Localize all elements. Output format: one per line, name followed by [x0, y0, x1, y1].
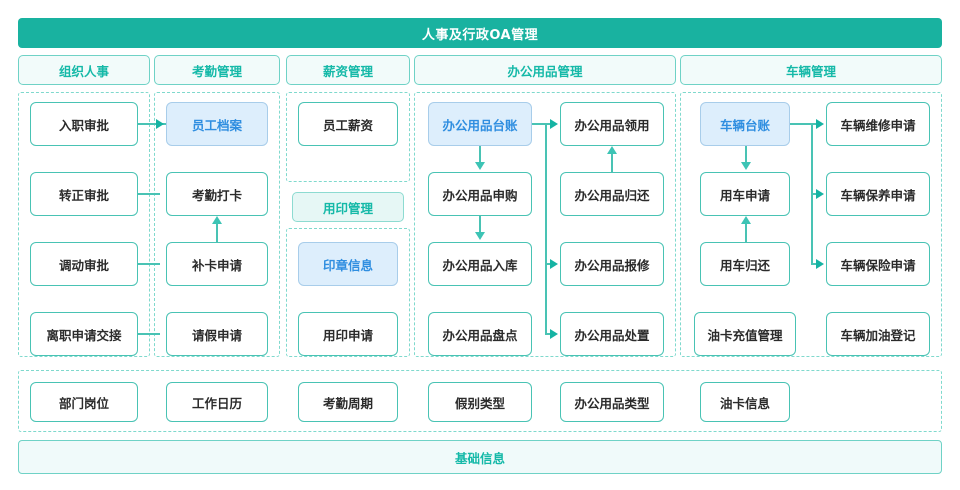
node-leave-type[interactable]: 假别类型 — [428, 382, 532, 422]
node-office-return[interactable]: 办公用品归还 — [560, 172, 664, 216]
node-fuelcard-info[interactable]: 油卡信息 — [700, 382, 790, 422]
page-title: 人事及行政OA管理 — [18, 18, 942, 48]
connector-ledger-to-purchase — [479, 146, 481, 166]
arrowhead-entry-to-file — [156, 119, 164, 129]
connector-makeup-to-punch — [216, 223, 218, 245]
node-employee-file[interactable]: 员工档案 — [166, 102, 268, 146]
arrowhead-ledger-to-purchase — [475, 162, 485, 170]
group-org-hr — [18, 92, 150, 357]
tab-1[interactable]: 组织人事 — [18, 55, 150, 85]
group-salary — [286, 92, 410, 182]
connector-vreturn-to-usereq — [745, 223, 747, 245]
group-basic — [18, 370, 942, 432]
connector-vledger-to-usereq — [745, 146, 747, 166]
node-office-disposal[interactable]: 办公用品处置 — [560, 312, 664, 356]
node-work-calendar[interactable]: 工作日历 — [166, 382, 268, 422]
node-seal-management[interactable]: 用印管理 — [292, 192, 404, 222]
tab-4[interactable]: 办公用品管理 — [414, 55, 676, 85]
node-office-type[interactable]: 办公用品类型 — [560, 382, 664, 422]
node-dept-position[interactable]: 部门岗位 — [30, 382, 138, 422]
basic-info-bar[interactable]: 基础信息 — [18, 440, 942, 474]
node-vehicle-ledger[interactable]: 车辆台账 — [700, 102, 790, 146]
arrowhead-vreturn-to-usereq — [741, 216, 751, 224]
connector-stub-transfer — [138, 263, 160, 265]
connector-office-trunk-top — [532, 123, 554, 125]
group-attendance — [154, 92, 280, 357]
node-attendance-cycle[interactable]: 考勤周期 — [298, 382, 398, 422]
arrowhead-return-to-issue — [607, 146, 617, 154]
node-office-ledger[interactable]: 办公用品台账 — [428, 102, 532, 146]
node-exit-handover[interactable]: 离职申请交接 — [30, 312, 138, 356]
arrowhead-vledger-to-usereq — [741, 162, 751, 170]
arrowhead-office-issue — [550, 119, 558, 129]
tab-2[interactable]: 考勤管理 — [154, 55, 280, 85]
node-office-inventory[interactable]: 办公用品盘点 — [428, 312, 532, 356]
node-makeup-punch[interactable]: 补卡申请 — [166, 242, 268, 286]
node-fuelcard-recharge[interactable]: 油卡充值管理 — [694, 312, 796, 356]
connector-return-to-issue — [611, 153, 613, 175]
connector-stub-regular — [138, 193, 160, 195]
node-office-issue[interactable]: 办公用品领用 — [560, 102, 664, 146]
node-attendance-punch[interactable]: 考勤打卡 — [166, 172, 268, 216]
connector-vehicle-trunk-top — [790, 123, 812, 125]
arrowhead-makeup-to-punch — [212, 216, 222, 224]
node-office-repair[interactable]: 办公用品报修 — [560, 242, 664, 286]
node-office-purchase[interactable]: 办公用品申购 — [428, 172, 532, 216]
node-seal-info[interactable]: 印章信息 — [298, 242, 398, 286]
connector-purchase-to-instock — [479, 216, 481, 236]
group-office — [414, 92, 676, 357]
node-vehicle-use-req[interactable]: 用车申请 — [700, 172, 790, 216]
arrowhead-vehicle-insurance — [816, 259, 824, 269]
node-entry-approval[interactable]: 入职审批 — [30, 102, 138, 146]
node-office-instock[interactable]: 办公用品入库 — [428, 242, 532, 286]
node-employee-salary[interactable]: 员工薪资 — [298, 102, 398, 146]
arrowhead-purchase-to-instock — [475, 232, 485, 240]
node-seal-request[interactable]: 用印申请 — [298, 312, 398, 356]
node-leave-request[interactable]: 请假申请 — [166, 312, 268, 356]
connector-entry-to-file — [138, 123, 158, 125]
connector-stub-exit — [138, 333, 160, 335]
arrowhead-office-repair — [550, 259, 558, 269]
node-vehicle-repair[interactable]: 车辆维修申请 — [826, 102, 930, 146]
node-regular-approval[interactable]: 转正审批 — [30, 172, 138, 216]
connector-office-trunk-vert — [545, 123, 547, 334]
tab-5[interactable]: 车辆管理 — [680, 55, 942, 85]
arrowhead-vehicle-maintain — [816, 189, 824, 199]
node-vehicle-maintain[interactable]: 车辆保养申请 — [826, 172, 930, 216]
arrowhead-vehicle-repair — [816, 119, 824, 129]
node-vehicle-refuel[interactable]: 车辆加油登记 — [826, 312, 930, 356]
node-vehicle-insurance[interactable]: 车辆保险申请 — [826, 242, 930, 286]
node-transfer-approval[interactable]: 调动审批 — [30, 242, 138, 286]
tab-3[interactable]: 薪资管理 — [286, 55, 410, 85]
group-vehicle — [680, 92, 942, 357]
group-seal — [286, 228, 410, 357]
arrowhead-office-disposal — [550, 329, 558, 339]
node-vehicle-return[interactable]: 用车归还 — [700, 242, 790, 286]
